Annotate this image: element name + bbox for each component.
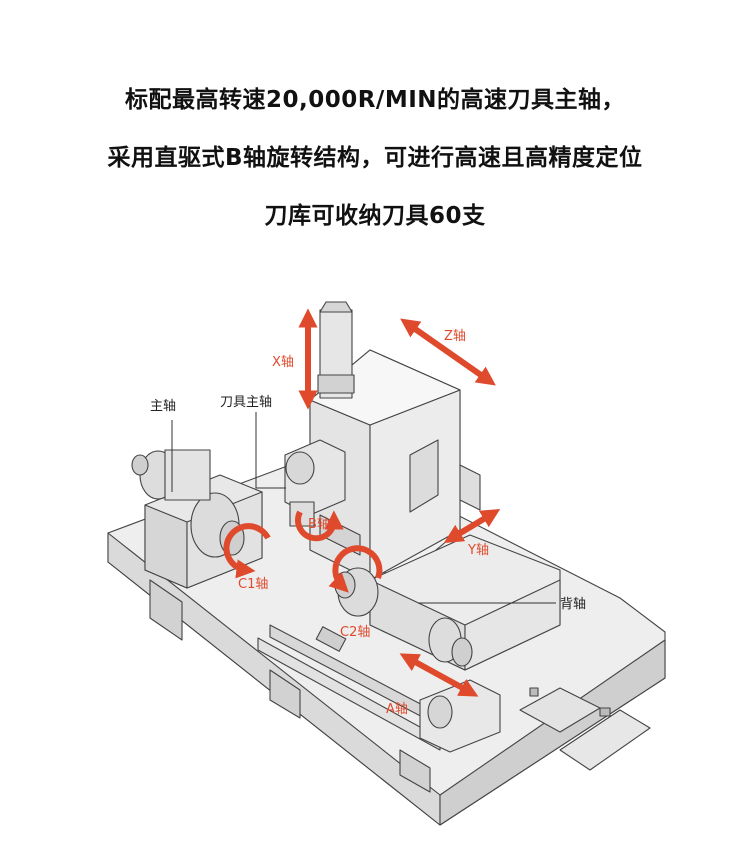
axis-arrows [223, 308, 501, 697]
y-axis-arrow [443, 509, 501, 543]
tool-spindle-unit [284, 439, 361, 556]
heading-line-1: 标配最高转速20,000R/MIN的高速刀具主轴， [124, 87, 626, 113]
heading-line-3: 刀库可收纳刀具60支 [264, 203, 486, 229]
label-tool-spindle: 刀具主轴 [220, 395, 272, 410]
label-x-axis: X轴 [272, 355, 294, 370]
b-axis-arrow [295, 510, 344, 542]
machine-illustration [107, 301, 666, 826]
label-sub-spindle: 背轴 [560, 597, 586, 612]
c1-axis-arrow [223, 523, 271, 579]
a-axis-arrow [399, 653, 479, 697]
label-main-spindle: 主轴 [150, 399, 176, 414]
z-axis-arrow [400, 318, 496, 386]
label-y-axis: Y轴 [467, 543, 489, 558]
label-c1-axis: C1轴 [238, 577, 268, 592]
leader-lines [171, 412, 556, 604]
label-b-axis: B轴 [308, 517, 330, 532]
c2-axis-arrow [328, 545, 383, 593]
label-c2-axis: C2轴 [340, 625, 370, 640]
label-a-axis: A轴 [386, 702, 408, 717]
label-z-axis: Z轴 [444, 329, 466, 344]
heading-line-2: 采用直驱式B轴旋转结构，可进行高速且高精度定位 [107, 145, 643, 171]
machine-diagram: 主轴 刀具主轴 背轴 X轴 Z轴 Y轴 B轴 C1轴 C2轴 A轴 [107, 301, 666, 826]
